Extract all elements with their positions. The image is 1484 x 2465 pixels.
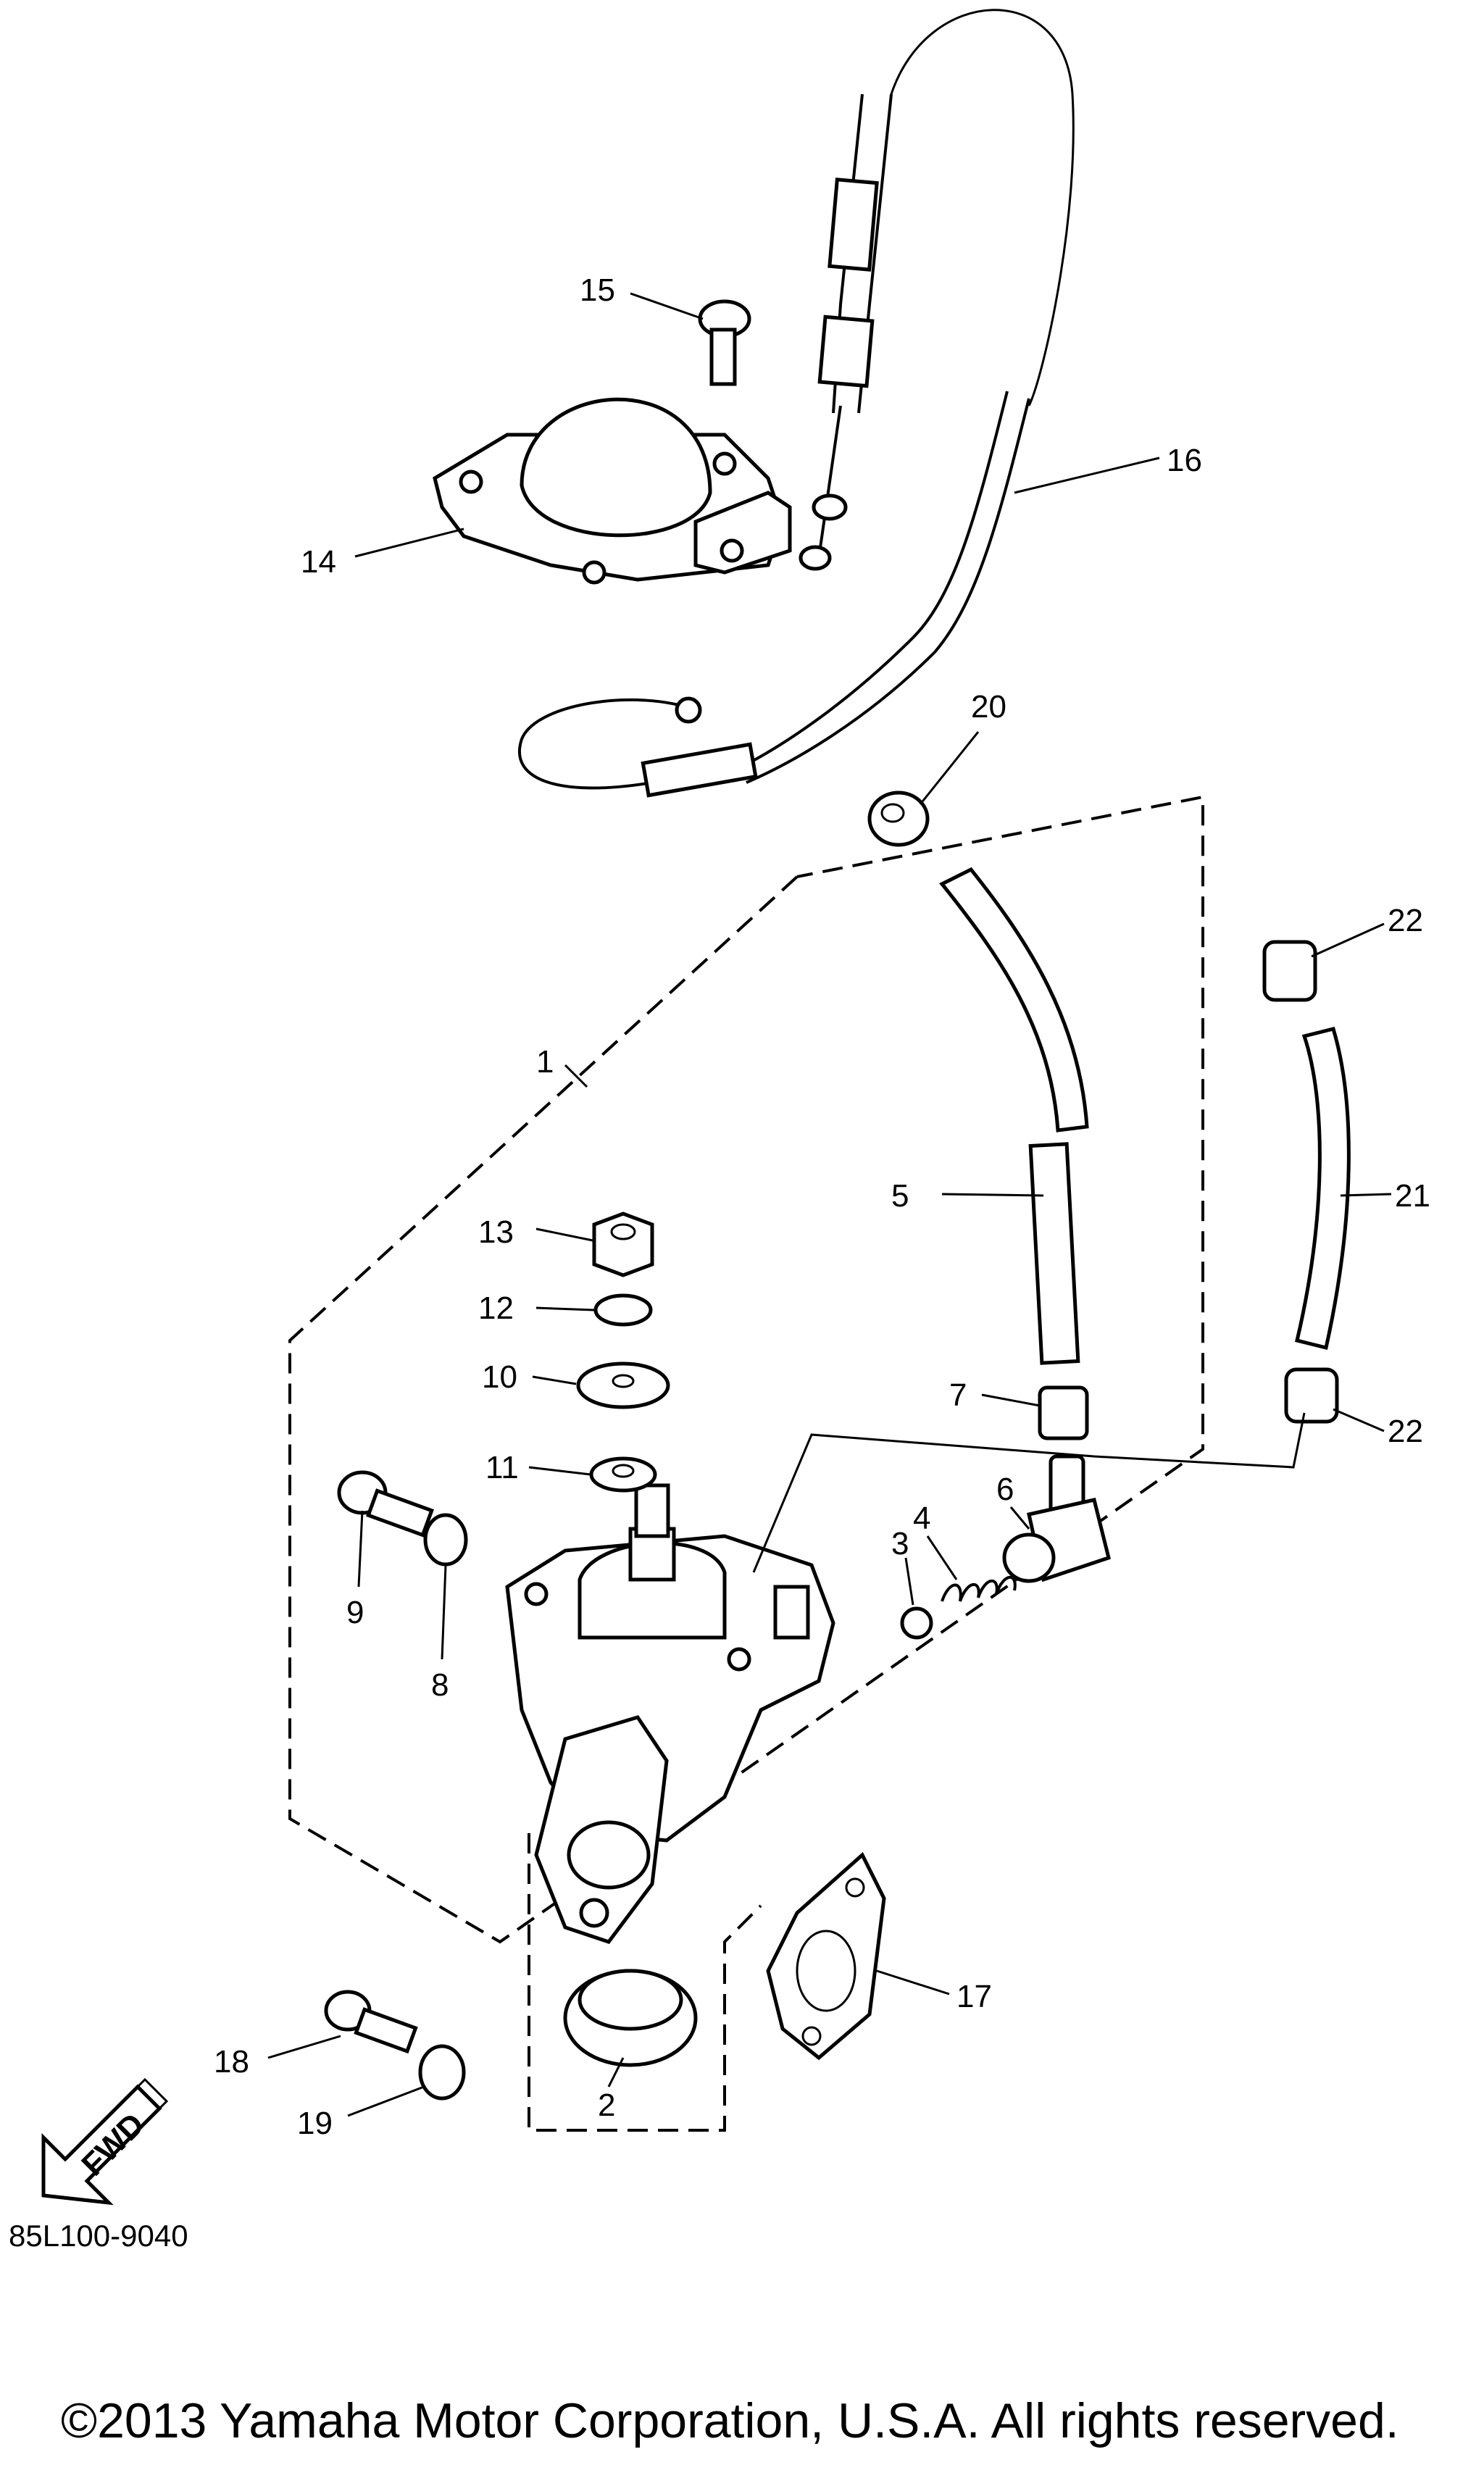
label-part-14: 14 — [301, 544, 336, 580]
washer-part-11 — [589, 1456, 657, 1493]
fwd-arrow-icon: FWD — [41, 2077, 169, 2206]
nut-part-13 — [592, 1211, 654, 1277]
spring-part-4 — [941, 1575, 1017, 1602]
diagram-code: 85L100-9040 — [9, 2219, 188, 2253]
control-cable — [890, 9, 1075, 406]
leader-7 — [981, 1393, 1041, 1407]
leader-21 — [1340, 1193, 1392, 1197]
leader-14 — [354, 527, 464, 558]
fitting-part-22-top — [1262, 940, 1317, 1002]
washer-part-10 — [576, 1361, 670, 1409]
label-part-17: 17 — [956, 1979, 992, 2014]
label-part-22-top: 22 — [1388, 903, 1423, 938]
leader-5 — [941, 1193, 1044, 1197]
label-part-8: 8 — [431, 1667, 449, 1703]
leader-22b — [1333, 1408, 1385, 1432]
label-part-4: 4 — [913, 1501, 930, 1536]
leader-2 — [607, 2057, 625, 2087]
pump-body — [505, 1483, 835, 1944]
leader-3 — [904, 1557, 914, 1606]
cable-end-2 — [799, 545, 832, 571]
leader-22a — [1311, 922, 1385, 958]
label-part-20: 20 — [971, 689, 1006, 725]
label-part-9: 9 — [346, 1595, 364, 1630]
leader-1 — [564, 1064, 588, 1088]
wire-loop-end — [675, 696, 702, 724]
label-part-12: 12 — [478, 1290, 514, 1326]
seal-outline — [528, 1833, 762, 2132]
assembly-outline — [288, 795, 1204, 1944]
leader-8 — [441, 1564, 447, 1660]
cable-end-1 — [812, 493, 848, 521]
leader-13 — [535, 1227, 593, 1242]
label-part-5: 5 — [891, 1178, 909, 1214]
cable-nut — [817, 314, 875, 388]
label-part-6: 6 — [996, 1472, 1014, 1507]
washer-part-8 — [423, 1513, 468, 1567]
fitting-part-22-bottom — [1284, 1367, 1339, 1424]
line-body-to-22 — [752, 1412, 1306, 1573]
washer-part-19 — [418, 2044, 466, 2101]
leader-11 — [528, 1466, 591, 1476]
label-part-15: 15 — [580, 272, 615, 308]
leader-16 — [1014, 456, 1160, 494]
label-part-21: 21 — [1395, 1178, 1430, 1214]
leader-10 — [532, 1375, 577, 1385]
label-part-18: 18 — [214, 2044, 249, 2080]
label-part-2: 2 — [598, 2087, 615, 2123]
leader-9 — [357, 1510, 364, 1588]
leader-12 — [535, 1306, 595, 1311]
screw-part-15 — [698, 299, 751, 386]
hose-part-16 — [738, 391, 1009, 769]
bolt-part-9 — [337, 1470, 434, 1538]
fitting-part-7 — [1038, 1385, 1089, 1440]
leader-6 — [1009, 1506, 1030, 1530]
leader-4 — [926, 1535, 958, 1580]
label-part-19: 19 — [297, 2106, 333, 2141]
label-part-22-bottom: 22 — [1388, 1414, 1423, 1449]
bolt-part-18 — [324, 1990, 418, 2054]
cable-wire — [817, 405, 842, 559]
cover-part-14 — [433, 397, 792, 585]
copyright-notice: ©2013 Yamaha Motor Corporation, U.S.A. A… — [61, 2393, 1399, 2448]
label-part-3: 3 — [891, 1526, 909, 1561]
label-part-10: 10 — [482, 1359, 517, 1395]
hose-part-21 — [1295, 1026, 1351, 1351]
label-part-11: 11 — [485, 1450, 519, 1485]
lock-washer-part-12 — [593, 1293, 653, 1327]
seal-part-2 — [563, 1969, 698, 2067]
label-part-1: 1 — [536, 1044, 554, 1080]
leader-19 — [347, 2085, 425, 2117]
leader-20 — [919, 731, 980, 805]
hose-fitting — [641, 742, 758, 798]
hose-part-5-upper — [939, 867, 1089, 1133]
cable-fitting — [828, 178, 879, 272]
label-part-13: 13 — [478, 1214, 514, 1250]
leader-18 — [267, 2035, 341, 2059]
label-part-7: 7 — [949, 1377, 967, 1413]
leader-17 — [876, 1969, 950, 1995]
hose-part-5-lower — [1028, 1142, 1080, 1365]
gasket-part-17 — [766, 1851, 886, 2061]
wire-loop — [517, 698, 696, 790]
ball-part-3 — [900, 1606, 933, 1640]
label-part-16: 16 — [1167, 443, 1202, 478]
fitting-part-20 — [867, 791, 930, 847]
elbow-part-6 — [1002, 1454, 1111, 1583]
leader-15 — [630, 292, 704, 320]
